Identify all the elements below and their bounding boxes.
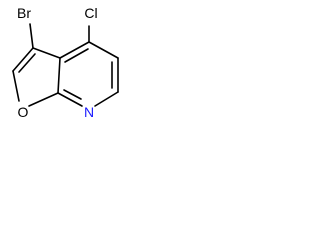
bond-c3a-c4-inner [64, 48, 89, 63]
bond-c2-c3-inner [18, 53, 36, 73]
atom-label-o: O [18, 104, 29, 120]
bond-c3a-c7a [57, 57, 61, 94]
bond-n7-c7a-inner [63, 89, 82, 100]
bond-c6-n7 [94, 91, 119, 107]
atom-label-br: Br [17, 5, 31, 21]
bond-c3a-c4 [59, 41, 90, 59]
bond-n7-c7a [57, 92, 83, 107]
atom-label-n: N [84, 104, 94, 120]
bond-c3-c3a [32, 47, 61, 59]
atom-label-cl: Cl [84, 5, 97, 21]
bond-c3-br [29, 23, 34, 49]
bond-o1-c2 [12, 70, 20, 102]
bond-c4-c5 [88, 41, 119, 59]
molecule-structure: Br Cl O N [12, 5, 119, 120]
bond-c2-c3 [12, 47, 34, 72]
bond-c7a-o1 [28, 92, 59, 107]
